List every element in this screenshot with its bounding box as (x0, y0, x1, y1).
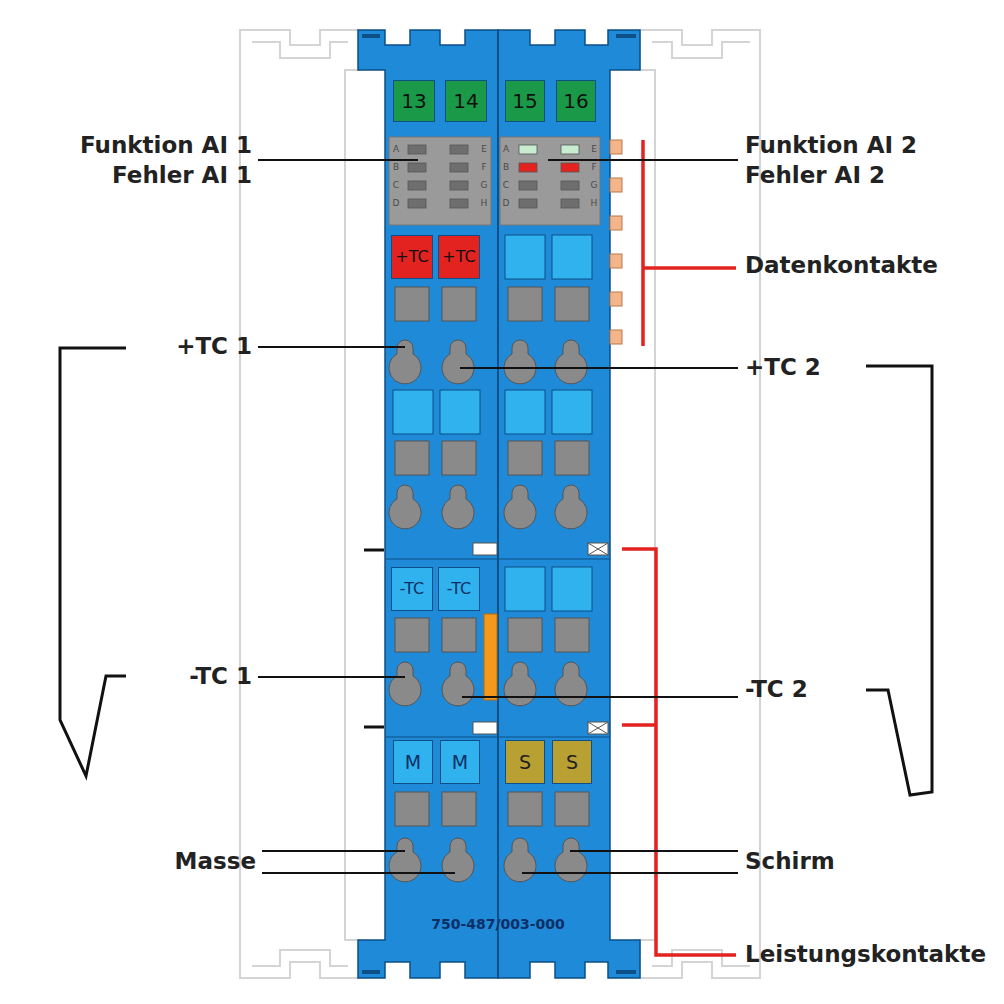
callout-label: Datenkontakte (745, 253, 938, 278)
signal-name: -TC 2 (745, 677, 808, 702)
led-letter: D (393, 199, 400, 209)
terminal-label: +TC (395, 249, 428, 265)
signal-name: +TC 2 (745, 355, 821, 380)
signal-name: Schirm (745, 849, 835, 874)
callout-label: Fehler AI 1 (112, 163, 252, 188)
terminal-marker: +TC (391, 235, 433, 279)
terminal-number: 13 (393, 80, 435, 122)
callout-label: Funktion AI 1 (80, 133, 252, 158)
terminal-label: +TC (442, 249, 475, 265)
led-letter: H (591, 199, 598, 209)
clamp-opening (504, 485, 536, 529)
terminal-label: S (566, 753, 578, 772)
terminal-label: -TC (400, 581, 424, 597)
terminal-marker: M (393, 740, 433, 784)
clamp-opening (555, 485, 587, 529)
clamp-opening (555, 838, 587, 882)
led-letter: G (481, 181, 488, 191)
callout-label: Fehler AI 2 (745, 163, 885, 188)
terminal-label: 15 (512, 91, 537, 111)
terminal-label: M (452, 753, 468, 772)
clamp-opening (442, 838, 474, 882)
terminal-label: 13 (401, 91, 426, 111)
terminal-marker: M (440, 740, 480, 784)
clamp-opening (442, 485, 474, 529)
signal-name: Masse (175, 849, 256, 874)
terminal-marker: S (505, 740, 545, 784)
led-letter: G (591, 181, 598, 191)
clamp-opening (555, 662, 587, 706)
led-letter: A (393, 145, 399, 155)
terminal-label: -TC (447, 581, 471, 597)
led-letter: F (481, 163, 486, 173)
led-letter: H (481, 199, 488, 209)
clamp-opening (389, 485, 421, 529)
callout-label: Funktion AI 2 (745, 133, 917, 158)
part-number: 750-487/003-000 (431, 917, 565, 932)
callout-label: Leistungskontakte (745, 942, 986, 967)
terminal-number: 14 (445, 80, 487, 122)
clamp-opening (504, 838, 536, 882)
terminal-marker: +TC (438, 235, 480, 279)
led-letter: B (503, 163, 509, 173)
clamp-opening (504, 340, 536, 384)
terminal-marker: -TC (391, 567, 433, 611)
terminal-number: 16 (556, 80, 596, 122)
terminal-label: 14 (453, 91, 478, 111)
terminal-label: M (405, 753, 421, 772)
clamp-opening (389, 662, 421, 706)
terminal-label: S (519, 753, 531, 772)
led-letter: D (503, 199, 510, 209)
led-letter: F (591, 163, 596, 173)
signal-name: -TC 1 (189, 664, 252, 689)
clamp-opening (555, 340, 587, 384)
clamp-opening (504, 662, 536, 706)
led-letter: E (481, 145, 487, 155)
clamp-opening (442, 340, 474, 384)
terminal-number: 15 (505, 80, 545, 122)
led-letter: C (503, 181, 509, 191)
clamp-opening (442, 662, 474, 706)
led-letter: E (591, 145, 597, 155)
terminal-marker: -TC (438, 567, 480, 611)
terminal-marker: S (552, 740, 592, 784)
clamp-opening (389, 838, 421, 882)
led-letter: B (393, 163, 399, 173)
terminal-label: 16 (563, 91, 588, 111)
led-letter: C (393, 181, 399, 191)
led-letter: A (503, 145, 509, 155)
signal-name: +TC 1 (176, 334, 252, 359)
